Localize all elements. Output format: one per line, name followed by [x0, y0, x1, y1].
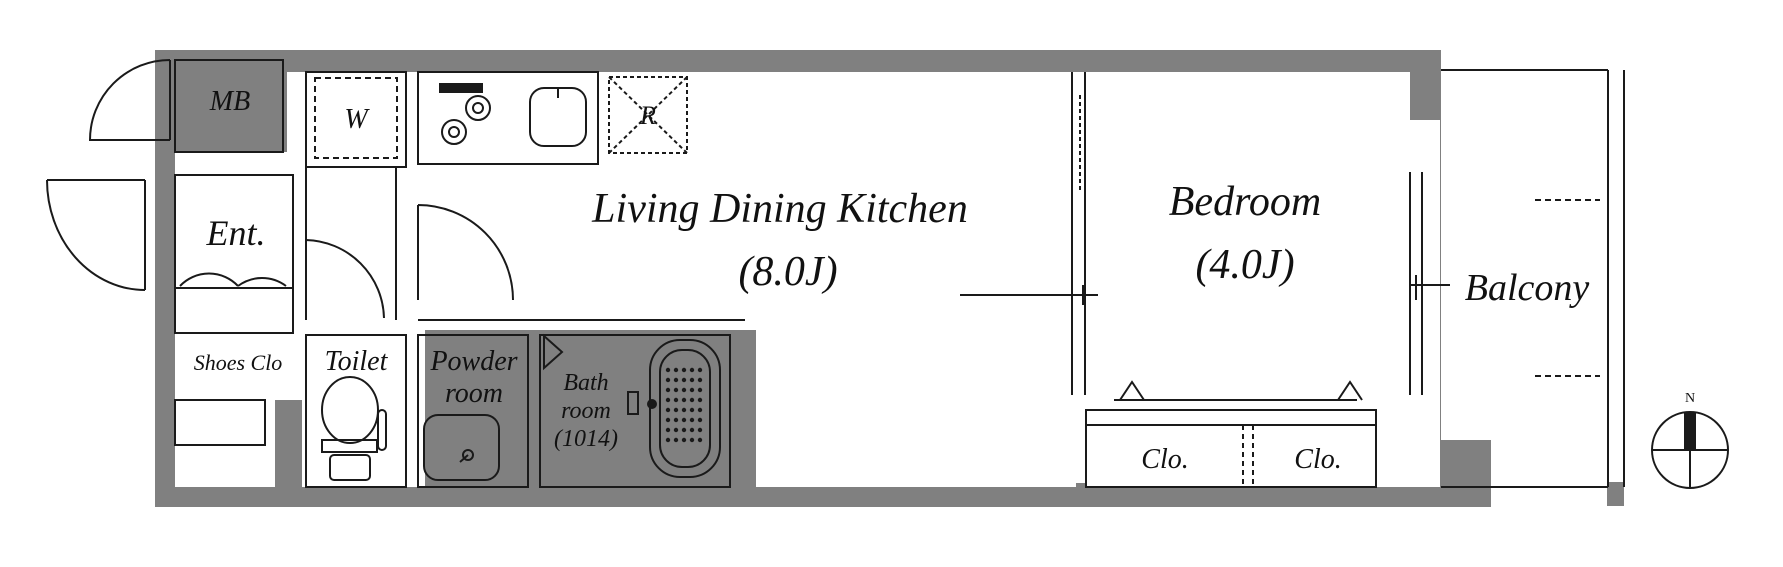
compass-icon [1651, 411, 1729, 489]
door-mb [88, 59, 171, 141]
stove-icon [439, 83, 491, 145]
door-toilet [305, 239, 385, 319]
fridge-box [608, 76, 688, 154]
door-shoes-left [179, 272, 239, 287]
room-labels: MB W R Ent. Shoes Clo Toilet Powder room… [194, 86, 1590, 475]
label-balcony: Balcony [1465, 267, 1590, 309]
washbasin-icon [423, 414, 500, 481]
bathtub-drain-dots [665, 367, 703, 443]
label-toilet: Toilet [325, 346, 389, 377]
washer-box [314, 77, 398, 159]
label-mb: MB [209, 86, 250, 117]
label-powder-room-line2: room [445, 378, 503, 409]
label-washer: W [344, 104, 370, 135]
label-closet-left: Clo. [1141, 444, 1188, 475]
toilet-icon [321, 376, 387, 481]
label-ldk-name: Living Dining Kitchen [591, 186, 968, 232]
label-ldk-size: (8.0J) [738, 249, 837, 295]
label-powder-room-line1: Powder [429, 346, 517, 377]
label-bathroom-line3: (1014) [554, 426, 618, 452]
label-bedroom-size: (4.0J) [1195, 242, 1294, 288]
label-fridge: R [639, 101, 656, 130]
label-shoes-closet: Shoes Clo [194, 350, 283, 375]
label-bedroom-name: Bedroom [1169, 179, 1321, 225]
door-ldk [417, 204, 514, 301]
door-shoes-right [237, 277, 287, 287]
fixtures [314, 76, 1417, 481]
label-bathroom-line1: Bath [563, 370, 608, 396]
label-bathroom-line2: room [561, 398, 611, 424]
compass-north-label: N [1685, 391, 1695, 406]
bath-door-triangle [543, 333, 564, 371]
walls [155, 50, 1624, 507]
label-entrance: Ent. [206, 213, 266, 253]
interior-lines [174, 59, 1625, 488]
label-closet-right: Clo. [1294, 444, 1341, 475]
door-entrance [46, 179, 146, 291]
